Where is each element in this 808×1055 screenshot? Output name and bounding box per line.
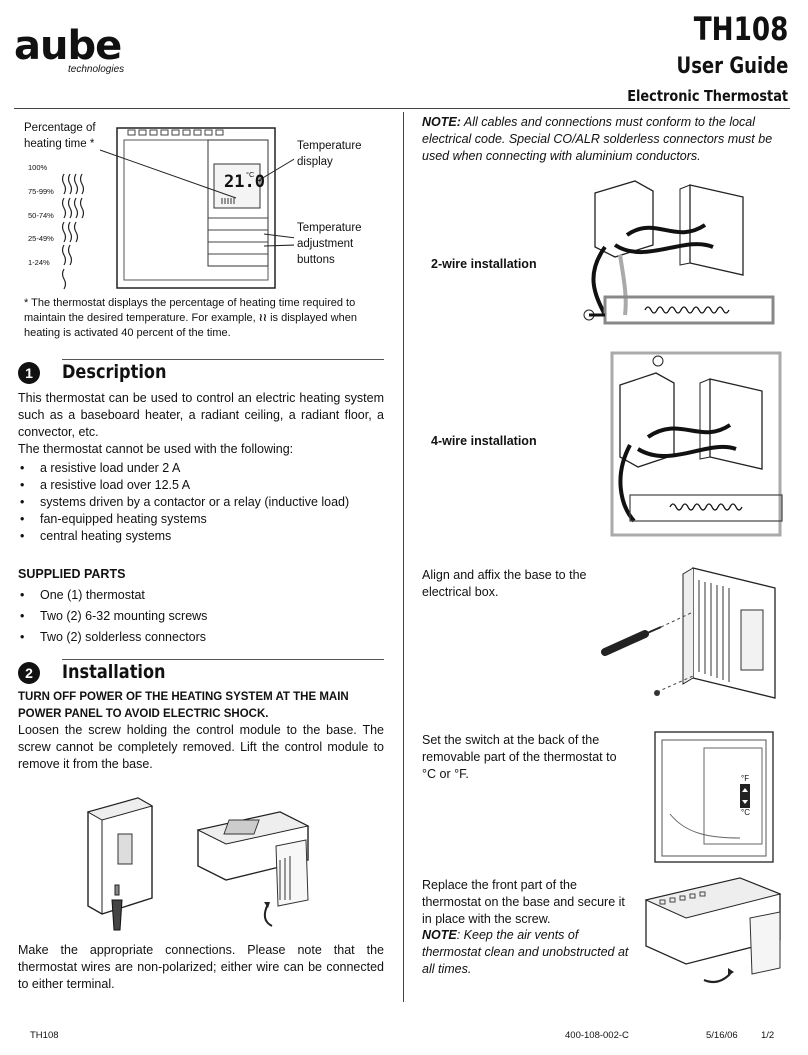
label-adjustment-buttons: Temperature adjustment buttons: [297, 222, 362, 266]
section-title-description: Description: [62, 361, 167, 383]
unit-switch-step: Set the switch at the back of the remova…: [422, 733, 617, 781]
switch-label-f: °F: [741, 774, 750, 783]
supplied-parts-heading: SUPPLIED PARTS: [18, 567, 126, 581]
list-item: systems driven by a contactor or a relay…: [18, 494, 384, 511]
replace-front-figure: [644, 877, 782, 984]
installation-step-connections: Make the appropriate connections. Please…: [18, 943, 384, 991]
section-title-installation: Installation: [62, 661, 166, 683]
exclusion-list: a resistive load under 2 A a resistive l…: [18, 460, 384, 545]
document-subtitle: User Guide: [676, 54, 788, 79]
level-75-99: 75-99%: [28, 187, 54, 196]
footer-document-code: 400-108-002-C: [565, 1030, 629, 1041]
label-2-wire: 2-wire installation: [431, 257, 537, 271]
footer-date: 5/16/06: [706, 1030, 738, 1041]
level-25-49: 25-49%: [28, 234, 54, 243]
heat-wave-icons: [61, 173, 85, 290]
list-item: a resistive load over 12.5 A: [18, 477, 384, 494]
list-item: Two (2) solderless connectors: [18, 627, 384, 648]
list-item: central heating systems: [18, 528, 384, 545]
air-vent-note: NOTE: Keep the air vents of thermostat c…: [422, 928, 629, 976]
document-title: TH108: [693, 10, 788, 48]
replace-front-step: Replace the front part of the thermostat…: [422, 878, 625, 926]
temperature-readout: 21.0: [224, 172, 265, 192]
wiring-note: NOTE: All cables and connections must co…: [422, 115, 773, 163]
figure-footnote: * The thermostat displays the percentage…: [24, 297, 357, 339]
level-1-24: 1-24%: [28, 258, 50, 267]
thermostat-front-figure: [61, 127, 294, 290]
four-wire-diagram: [610, 351, 783, 537]
heat-wave-icon: ≀≀: [258, 312, 268, 324]
section-rule: [62, 659, 384, 660]
installation-step-remove: Loosen the screw holding the control mod…: [18, 723, 384, 771]
logo-subtitle: technologies: [68, 64, 125, 75]
section-number-2: 2: [18, 662, 40, 684]
two-wire-diagram: [583, 180, 775, 325]
remove-module-figure: [86, 797, 310, 931]
product-type: Electronic Thermostat: [627, 87, 788, 105]
section-number-1: 1: [18, 362, 40, 384]
list-item: Two (2) 6-32 mounting screws: [18, 606, 384, 627]
switch-label-c: °C: [741, 808, 750, 817]
logo: aube: [14, 23, 122, 69]
unit-switch-figure: [654, 731, 774, 863]
description-paragraph: This thermostat can be used to control a…: [18, 391, 384, 439]
supplied-parts-list: One (1) thermostat Two (2) 6-32 mounting…: [18, 585, 384, 648]
list-item: a resistive load under 2 A: [18, 460, 384, 477]
header-rule: [14, 108, 790, 109]
temperature-unit: °C: [246, 170, 255, 179]
footer-model: TH108: [30, 1030, 59, 1041]
label-percentage: Percentage of heating time *: [24, 122, 96, 150]
column-divider: [403, 112, 404, 1002]
level-100: 100%: [28, 163, 48, 172]
description-exclusions-intro: The thermostat cannot be used with the f…: [18, 442, 294, 456]
label-temperature-display: Temperature display: [297, 140, 362, 168]
section-rule: [62, 359, 384, 360]
list-item: fan-equipped heating systems: [18, 511, 384, 528]
mount-base-figure: [601, 567, 776, 699]
list-item: One (1) thermostat: [18, 585, 384, 606]
align-base-step: Align and affix the base to the electric…: [422, 568, 587, 599]
level-50-74: 50-74%: [28, 211, 54, 220]
power-warning: TURN OFF POWER OF THE HEATING SYSTEM AT …: [18, 691, 349, 720]
label-4-wire: 4-wire installation: [431, 434, 537, 448]
footer-page-number: 1/2: [761, 1030, 775, 1041]
